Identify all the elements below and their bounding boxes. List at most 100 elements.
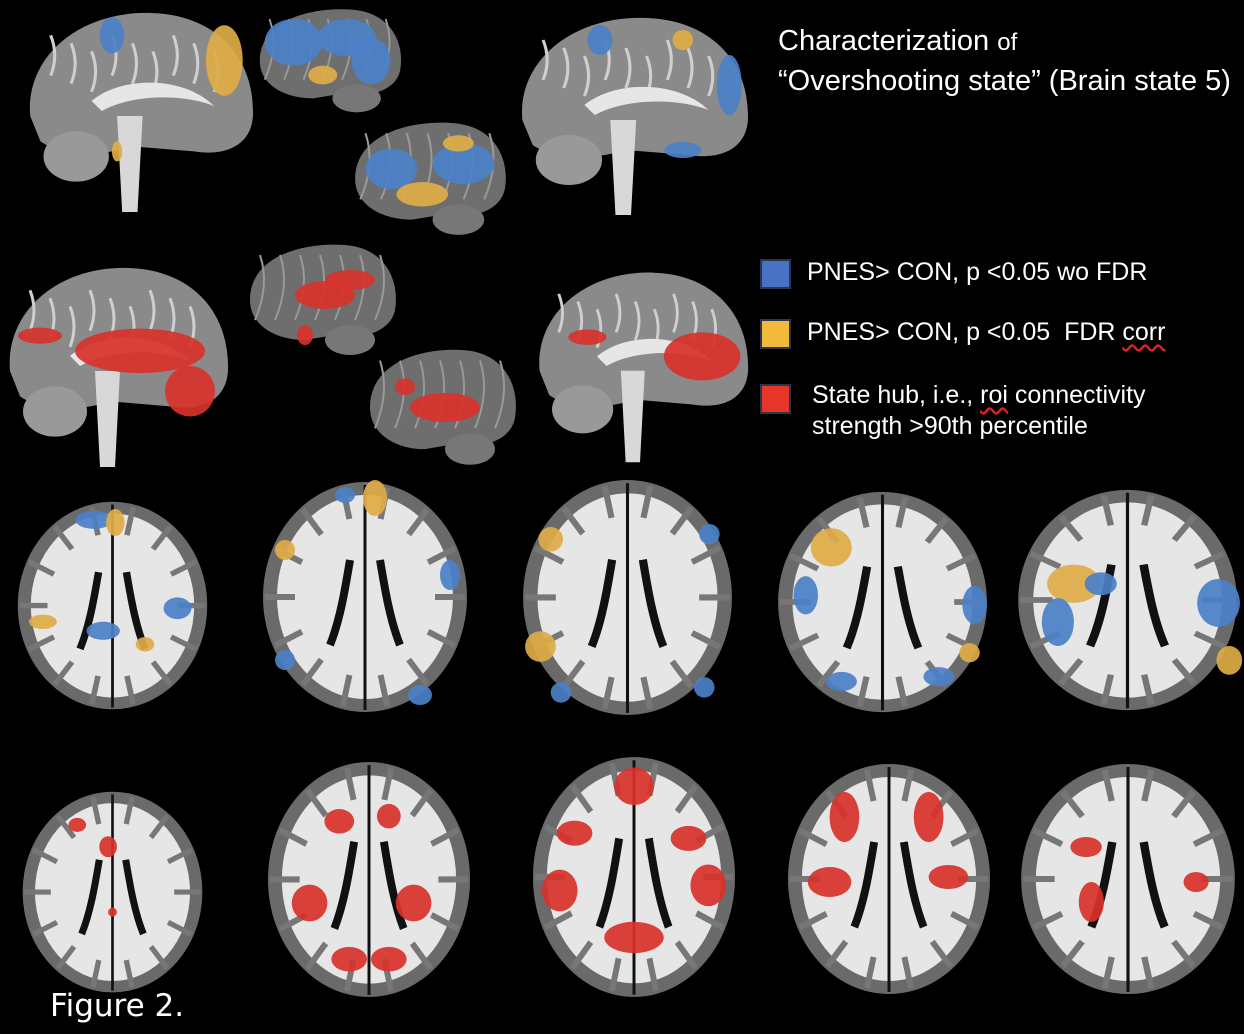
red-activation-region <box>376 803 401 829</box>
yellow-activation-region <box>363 480 387 516</box>
red-activation-region <box>928 865 969 889</box>
yellow-activation-region <box>135 637 155 652</box>
blue-activation-region <box>664 142 702 158</box>
red-activation-region <box>807 867 852 897</box>
red-activation-region <box>410 392 480 423</box>
red-activation-region <box>913 792 944 842</box>
blue-activation-region <box>432 143 495 185</box>
yellow-activation-region <box>205 25 243 96</box>
axial-slice-hub-3 <box>532 757 736 997</box>
blue-activation-region <box>1197 578 1240 627</box>
axial-slice-diff-1 <box>17 501 208 710</box>
yellow-activation-region <box>111 141 123 162</box>
axial-slice-diff-5 <box>1018 489 1243 711</box>
red-activation-region <box>165 366 215 417</box>
blue-activation-region <box>694 677 715 698</box>
yellow-activation-region <box>672 30 694 50</box>
blue-activation-region <box>408 685 432 705</box>
yellow-activation-region <box>959 643 980 663</box>
red-activation-region <box>663 332 741 381</box>
blue-activation-region <box>275 650 295 670</box>
sagittal-brain-hub-left <box>9 267 229 467</box>
yellow-activation-region <box>106 509 125 537</box>
axial-slice-diff-4 <box>778 491 987 713</box>
red-activation-region <box>331 946 368 972</box>
lateral-brain-hub-2 <box>370 349 516 465</box>
legend-swatch-yellow <box>760 319 791 349</box>
red-activation-region <box>1183 872 1209 892</box>
yellow-activation-region <box>810 528 852 567</box>
blue-activation-region <box>99 17 125 54</box>
red-activation-region <box>690 864 727 907</box>
sagittal-brain-hub-right <box>539 272 749 463</box>
blue-activation-region <box>365 148 418 190</box>
legend-swatch-blue <box>760 259 791 289</box>
legend-label: PNES> CON, p <0.05 wo FDR <box>807 258 1148 286</box>
red-activation-region <box>395 884 432 922</box>
blue-activation-region <box>923 667 955 687</box>
figure-label: Figure 2. <box>50 988 185 1024</box>
yellow-activation-region <box>396 182 449 207</box>
red-activation-region <box>556 820 593 846</box>
red-activation-region <box>829 792 860 842</box>
axial-slice-diff-3 <box>523 480 732 715</box>
red-activation-region <box>99 836 117 858</box>
yellow-activation-region <box>525 631 556 662</box>
yellow-activation-region <box>1216 645 1243 675</box>
figure-title: Characterization of “Overshooting state”… <box>778 22 1231 100</box>
red-activation-region <box>1078 882 1104 922</box>
red-activation-region <box>75 328 205 374</box>
yellow-activation-region <box>442 135 474 152</box>
blue-activation-region <box>716 55 742 115</box>
red-activation-region <box>1070 837 1102 857</box>
red-activation-region <box>18 327 62 344</box>
blue-activation-region <box>351 37 391 85</box>
blue-activation-region <box>86 621 120 640</box>
red-activation-region <box>324 809 355 834</box>
red-activation-region <box>614 767 654 806</box>
title-line2: “Overshooting state” (Brain state 5) <box>778 65 1231 97</box>
legend-swatch-red <box>760 384 791 414</box>
blue-activation-region <box>587 25 613 55</box>
blue-activation-region <box>335 487 355 503</box>
yellow-activation-region <box>308 65 338 85</box>
blue-activation-region <box>826 671 857 692</box>
red-activation-region <box>370 946 407 972</box>
yellow-activation-region <box>275 540 295 560</box>
yellow-activation-region <box>28 614 57 630</box>
blue-activation-region <box>793 576 818 615</box>
yellow-activation-region <box>1047 564 1101 603</box>
red-activation-region <box>68 817 87 832</box>
blue-activation-region <box>1084 572 1117 596</box>
red-activation-region <box>108 907 117 917</box>
red-activation-region <box>541 869 578 912</box>
title-line1: Characterization <box>778 25 990 57</box>
axial-slice-diff-2 <box>263 480 467 712</box>
red-activation-region <box>568 329 607 345</box>
red-activation-region <box>297 325 313 345</box>
sagittal-brain-diff-left <box>29 12 254 212</box>
blue-activation-region <box>962 585 987 625</box>
blue-activation-region <box>75 510 113 529</box>
axial-slice-hub-5 <box>1021 764 1235 994</box>
lateral-brain-diff-2 <box>355 122 506 235</box>
blue-activation-region <box>1041 598 1074 646</box>
legend-label: PNES> CON, p <0.05 FDR corr <box>807 318 1166 346</box>
red-activation-region <box>291 884 328 922</box>
blue-activation-region <box>440 560 460 590</box>
blue-activation-region <box>699 523 720 545</box>
axial-slice-hub-1 <box>22 791 203 993</box>
lateral-brain-diff-1 <box>259 9 402 113</box>
blue-activation-region <box>163 597 192 620</box>
blue-activation-region <box>264 19 323 66</box>
red-activation-region <box>325 270 375 290</box>
lateral-brain-hub-1 <box>250 244 396 355</box>
yellow-activation-region <box>538 527 563 552</box>
red-activation-region <box>604 921 664 954</box>
axial-slice-hub-2 <box>267 762 471 997</box>
axial-slice-hub-4 <box>787 764 991 994</box>
title-of: of <box>997 29 1018 56</box>
